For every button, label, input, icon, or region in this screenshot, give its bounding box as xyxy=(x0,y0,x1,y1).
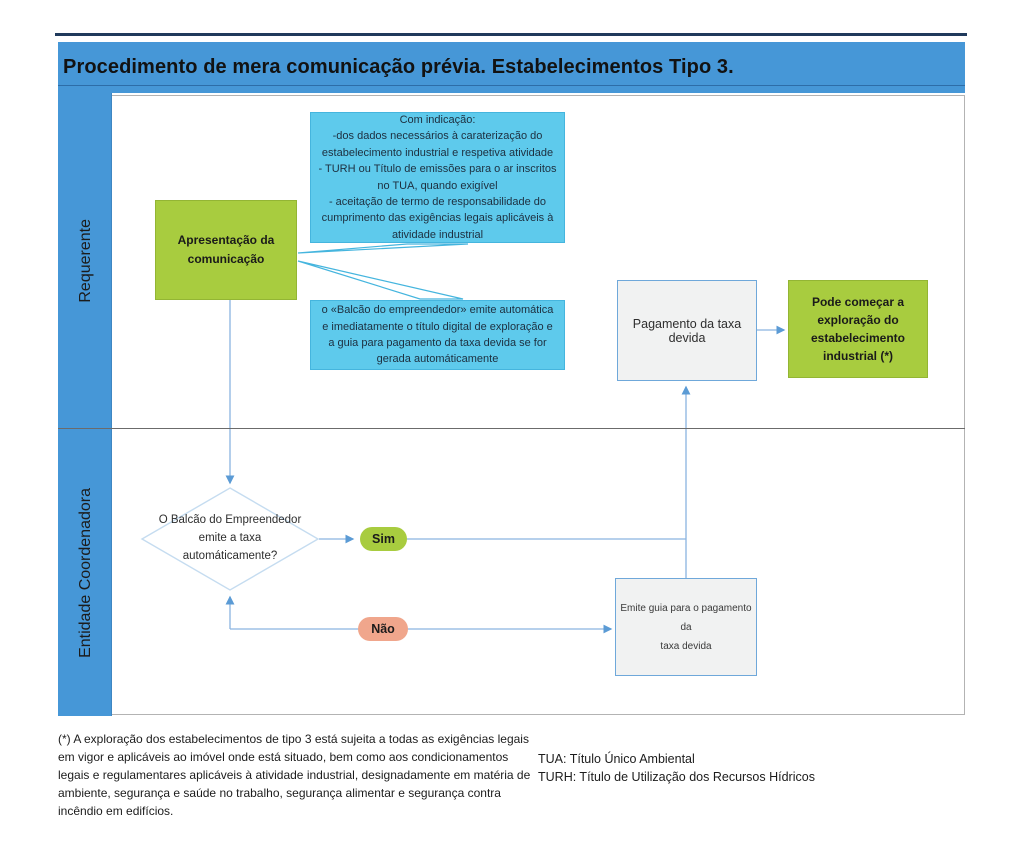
top-border-rule xyxy=(55,33,967,36)
swimlane-bar xyxy=(58,93,112,716)
lane-requerente-label: Requerente xyxy=(77,218,94,303)
node-apresentacao-comunicacao: Apresentação da comunicação xyxy=(155,200,297,300)
decision-diamond-label: O Balcão do Empreendedor emite a taxa au… xyxy=(158,514,302,562)
node-emite-guia: Emite guia para o pagamento da taxa devi… xyxy=(615,578,757,676)
legend-turh: TURH: Título de Utilização dos Recursos … xyxy=(538,770,815,785)
legend-abbreviations: TUA: Título Único Ambiental TURH: Título… xyxy=(538,750,815,786)
lane-divider xyxy=(58,428,965,429)
title-bar: Procedimento de mera comunicação prévia.… xyxy=(58,42,965,93)
lane-requerente: Requerente xyxy=(72,93,100,428)
lane-entidade-label: Entidade Coordenadora xyxy=(77,488,94,658)
node-pagamento-taxa: Pagamento da taxa devida xyxy=(617,280,757,381)
callout-balcao-emite: o «Balcão do empreendedor» emite automát… xyxy=(310,300,565,370)
node-pode-comecar: Pode começar a exploração do estabelecim… xyxy=(788,280,928,378)
lane-entidade-coordenadora: Entidade Coordenadora xyxy=(72,430,100,716)
badge-sim: Sim xyxy=(360,527,407,551)
footnote-asterisk: (*) A exploração dos estabelecimentos de… xyxy=(58,732,531,818)
badge-nao: Não xyxy=(358,617,408,641)
legend-tua: TUA: Título Único Ambiental xyxy=(538,752,695,766)
callout-com-indicacao: Com indicação: -dos dados necessários à … xyxy=(310,112,565,243)
page-title: Procedimento de mera comunicação prévia.… xyxy=(63,56,734,78)
